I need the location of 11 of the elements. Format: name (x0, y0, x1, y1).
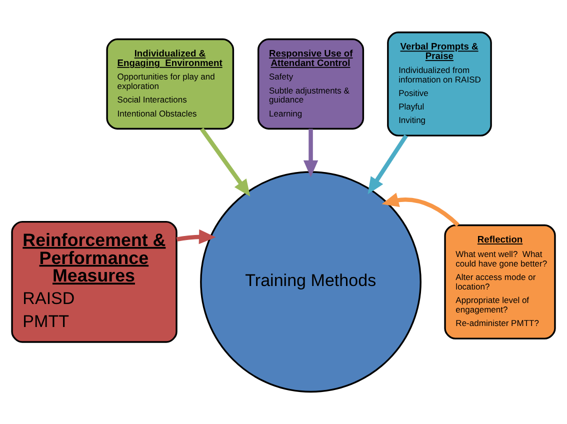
node-box: Responsive Use of Attendant Control Safety Subtle adjustments & guidance Learning (258, 38, 364, 130)
arrow (368, 134, 408, 194)
arrow (200, 128, 250, 196)
arrow (303, 128, 318, 178)
node-box: Individualized & Engaging Environment Opportunities for play and exploration Social Interactions Intentional Obstacles (106, 38, 234, 130)
arrow (382, 192, 460, 227)
node-box: Verbal Prompts & Praise Individualized from information on RAISD Positive Playful Inviting (387, 32, 492, 136)
arrow (176, 229, 216, 244)
node-box: Reinforcement & Performance Measures RAISD PMTT (11, 220, 178, 343)
node-circle: Training Methods (200, 171, 422, 393)
node-box: Reflection What went well? What could have gone better? Alter access mode or location? Appropriate level of engagement? Re-administer PMTT? (444, 224, 556, 340)
